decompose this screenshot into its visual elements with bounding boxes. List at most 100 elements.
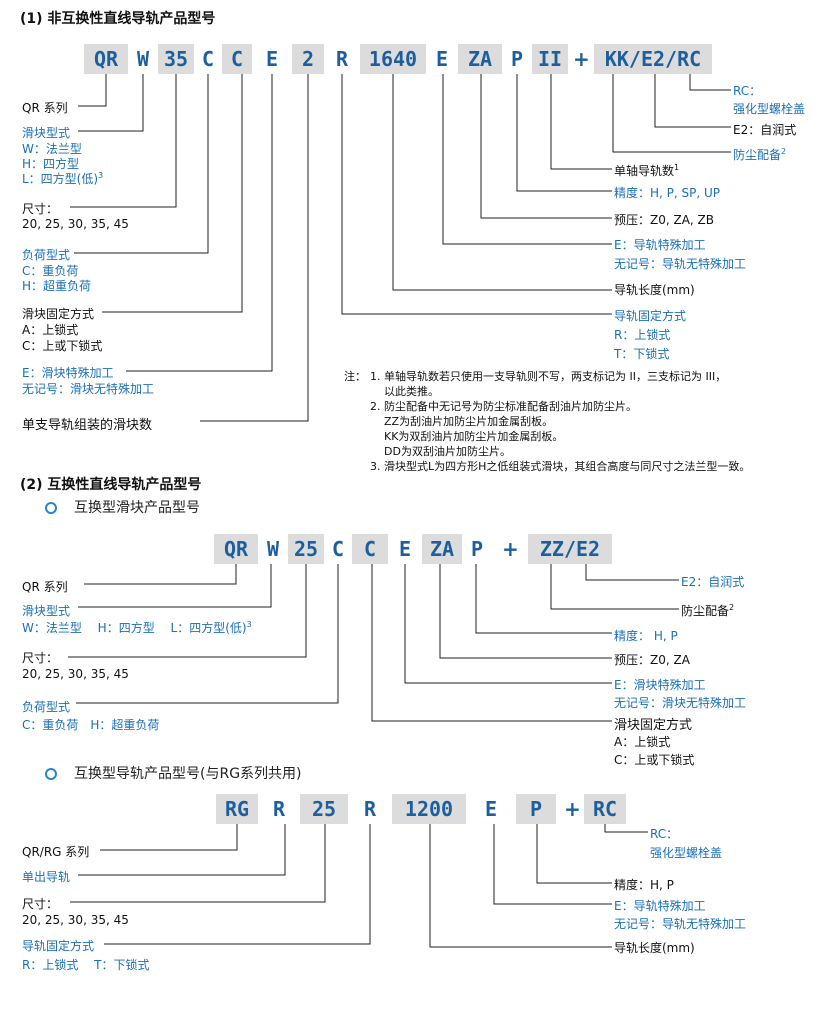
bline-e	[404, 564, 612, 684]
line-count	[200, 74, 309, 422]
bcode-load: C	[324, 534, 352, 564]
r-series: QR/RG 系列	[22, 845, 90, 859]
line-precision	[516, 74, 612, 192]
rline-e	[493, 824, 612, 905]
note-1a: 1. 单轴导轨数若只使用一支导轨则不写，两支标记为 II，三支标记为 III，	[370, 370, 727, 383]
note-2b: ZZ为刮油片加防尘片加金属刮板。	[384, 415, 554, 428]
b-e: E：滑块特殊加工	[614, 678, 706, 692]
line-rail-e	[442, 74, 612, 245]
b-type-title: 滑块型式	[22, 604, 71, 618]
s1-block-type-h: H：四方型	[22, 157, 80, 171]
s1-precision: 精度：H, P, SP, UP	[614, 186, 721, 200]
bcode-precision: P	[462, 534, 492, 564]
r-fix-values: R：上锁式 T：下锁式	[22, 958, 150, 972]
r-precision: 精度：H, P	[614, 878, 674, 892]
s1-rail-count: 单轴导轨数1	[614, 163, 680, 178]
code-load: C	[194, 44, 222, 74]
code-preload: ZA	[458, 44, 502, 74]
rline-series	[100, 824, 238, 851]
bline-preload	[439, 564, 612, 659]
s1-e2: E2：自润式	[733, 123, 797, 137]
s1-rc-desc: 强化型螺栓盖	[733, 102, 806, 116]
rcode-fix: R	[348, 794, 392, 824]
code-plus: +	[573, 47, 590, 71]
s1-load-c: C：重负荷	[22, 264, 79, 278]
section1-title: (1) 非互换性直线导轨产品型号	[20, 11, 216, 27]
note-3: 3. 滑块型式L为四方形H之低组装式滑块，其组合高度与同尺寸之法兰型一致。	[370, 460, 751, 473]
rcode-size: 25	[300, 794, 348, 824]
rcode-rc: RC	[584, 794, 626, 824]
s1-rail-e: E：导轨特殊加工	[614, 238, 706, 252]
line-rail-count	[550, 74, 612, 170]
rcode-r: R	[258, 794, 300, 824]
r-fix-title: 导轨固定方式	[22, 939, 95, 953]
s1-fix-title: 滑块固定方式	[22, 307, 95, 321]
bcode-preload: ZA	[422, 534, 462, 564]
bline-load	[76, 564, 339, 704]
rline-single	[78, 824, 286, 876]
line-block-type	[78, 74, 144, 132]
bullet-icon	[45, 502, 57, 514]
b-none: 无记号：滑块无特殊加工	[614, 696, 747, 710]
note-2c: KK为双刮油片加防尘片加金属刮板。	[384, 430, 564, 443]
bcode-w: W	[258, 534, 288, 564]
b-load-values: C：重负荷 H：超重负荷	[22, 718, 160, 732]
code-w: W	[128, 44, 158, 74]
b-type-values: W：法兰型 H：四方型 L：四方型(低)3	[22, 620, 252, 635]
rline-size	[70, 824, 326, 903]
rline-precision	[536, 824, 612, 884]
code-block-count: 2	[292, 44, 324, 74]
b-fix-title: 滑块固定方式	[614, 718, 693, 733]
line-series	[78, 74, 107, 107]
s1-rail-fix-r: R：上锁式	[614, 328, 671, 342]
rail-subtitle: 互换型导轨产品型号(与RG系列共用)	[74, 766, 302, 782]
rcode-precision: P	[516, 794, 556, 824]
bcode-options: ZZ/E2	[528, 534, 612, 564]
rline-length	[429, 824, 612, 948]
b-dust: 防尘配备2	[681, 603, 735, 618]
r-size-title: 尺寸：	[22, 897, 59, 911]
note-2d: DD为双刮油片加防尘片。	[384, 445, 511, 458]
code-rail-e: E	[426, 44, 458, 74]
bcode-plus: +	[502, 537, 519, 561]
s1-fix-c: C：上或下锁式	[22, 339, 103, 353]
bcode-size: 25	[288, 534, 324, 564]
b-e2: E2：自润式	[681, 575, 745, 589]
b-fix-a: A：上锁式	[614, 735, 671, 749]
bcode-e: E	[388, 534, 422, 564]
note-1b: 以此类推。	[384, 385, 439, 398]
code-size: 35	[158, 44, 194, 74]
r-single: 单出导轨	[22, 870, 71, 884]
bcode-qr: QR	[214, 534, 258, 564]
block-subtitle: 互换型滑块产品型号	[74, 500, 200, 516]
s1-dust: 防尘配备2	[733, 147, 787, 162]
note-2a: 2. 防尘配备中无记号为防尘标准配备刮油片加防尘片。	[370, 400, 637, 413]
s1-block-type-w: W：法兰型	[22, 142, 82, 156]
s1-rail-fix-title: 导轨固定方式	[614, 309, 687, 323]
rcode-length: 1200	[392, 794, 466, 824]
rcode-rg: RG	[216, 794, 258, 824]
s1-load-title: 负荷型式	[22, 248, 71, 262]
bline-series	[84, 564, 237, 585]
line-rail-fix	[341, 74, 612, 315]
code-rail-fix: R	[324, 44, 360, 74]
s1-rail-none: 无记号：导轨无特殊加工	[614, 257, 747, 271]
bline-type	[78, 564, 272, 608]
code-length: 1640	[360, 44, 426, 74]
s1-size-values: 20, 25, 30, 35, 45	[22, 217, 129, 231]
s1-count: 单支导轨组装的滑块数	[22, 418, 153, 433]
bline-size	[68, 564, 307, 658]
r-size-values: 20, 25, 30, 35, 45	[22, 913, 129, 927]
line-rail-length	[392, 74, 612, 291]
bullet-icon	[45, 768, 57, 780]
line-preload	[480, 74, 612, 219]
line-size	[70, 74, 177, 208]
s1-preload: 预压：Z0, ZA, ZB	[614, 213, 714, 227]
code-block-e: E	[252, 44, 292, 74]
line-load	[74, 74, 209, 254]
bline-precision	[475, 564, 612, 634]
line-fix	[102, 74, 243, 313]
bline-e2	[585, 564, 679, 581]
line-e2	[654, 74, 731, 128]
